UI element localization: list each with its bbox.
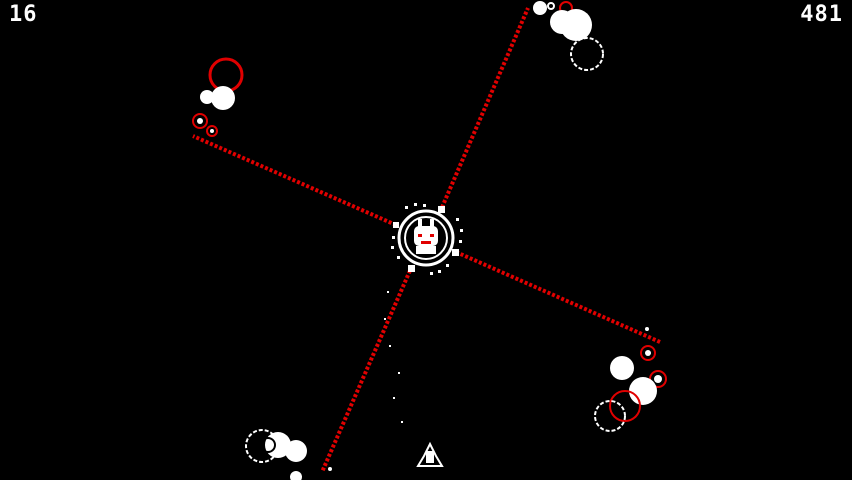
- debris-bottom-left: [245, 429, 332, 480]
- laser-beam-sw: [320, 265, 414, 473]
- laser-beam-se: [455, 250, 661, 344]
- skull-boss: [391, 203, 463, 275]
- laser-beam-ne: [438, 7, 530, 213]
- counter-left: 16: [9, 2, 38, 27]
- player-ship: [416, 441, 444, 467]
- score: 481: [800, 2, 843, 27]
- debris-upper-left: [192, 57, 244, 137]
- debris-top: [533, 1, 604, 71]
- player-bullets: [384, 291, 403, 423]
- laser-beam-nw: [192, 134, 397, 227]
- debris-lower-right: [594, 327, 667, 432]
